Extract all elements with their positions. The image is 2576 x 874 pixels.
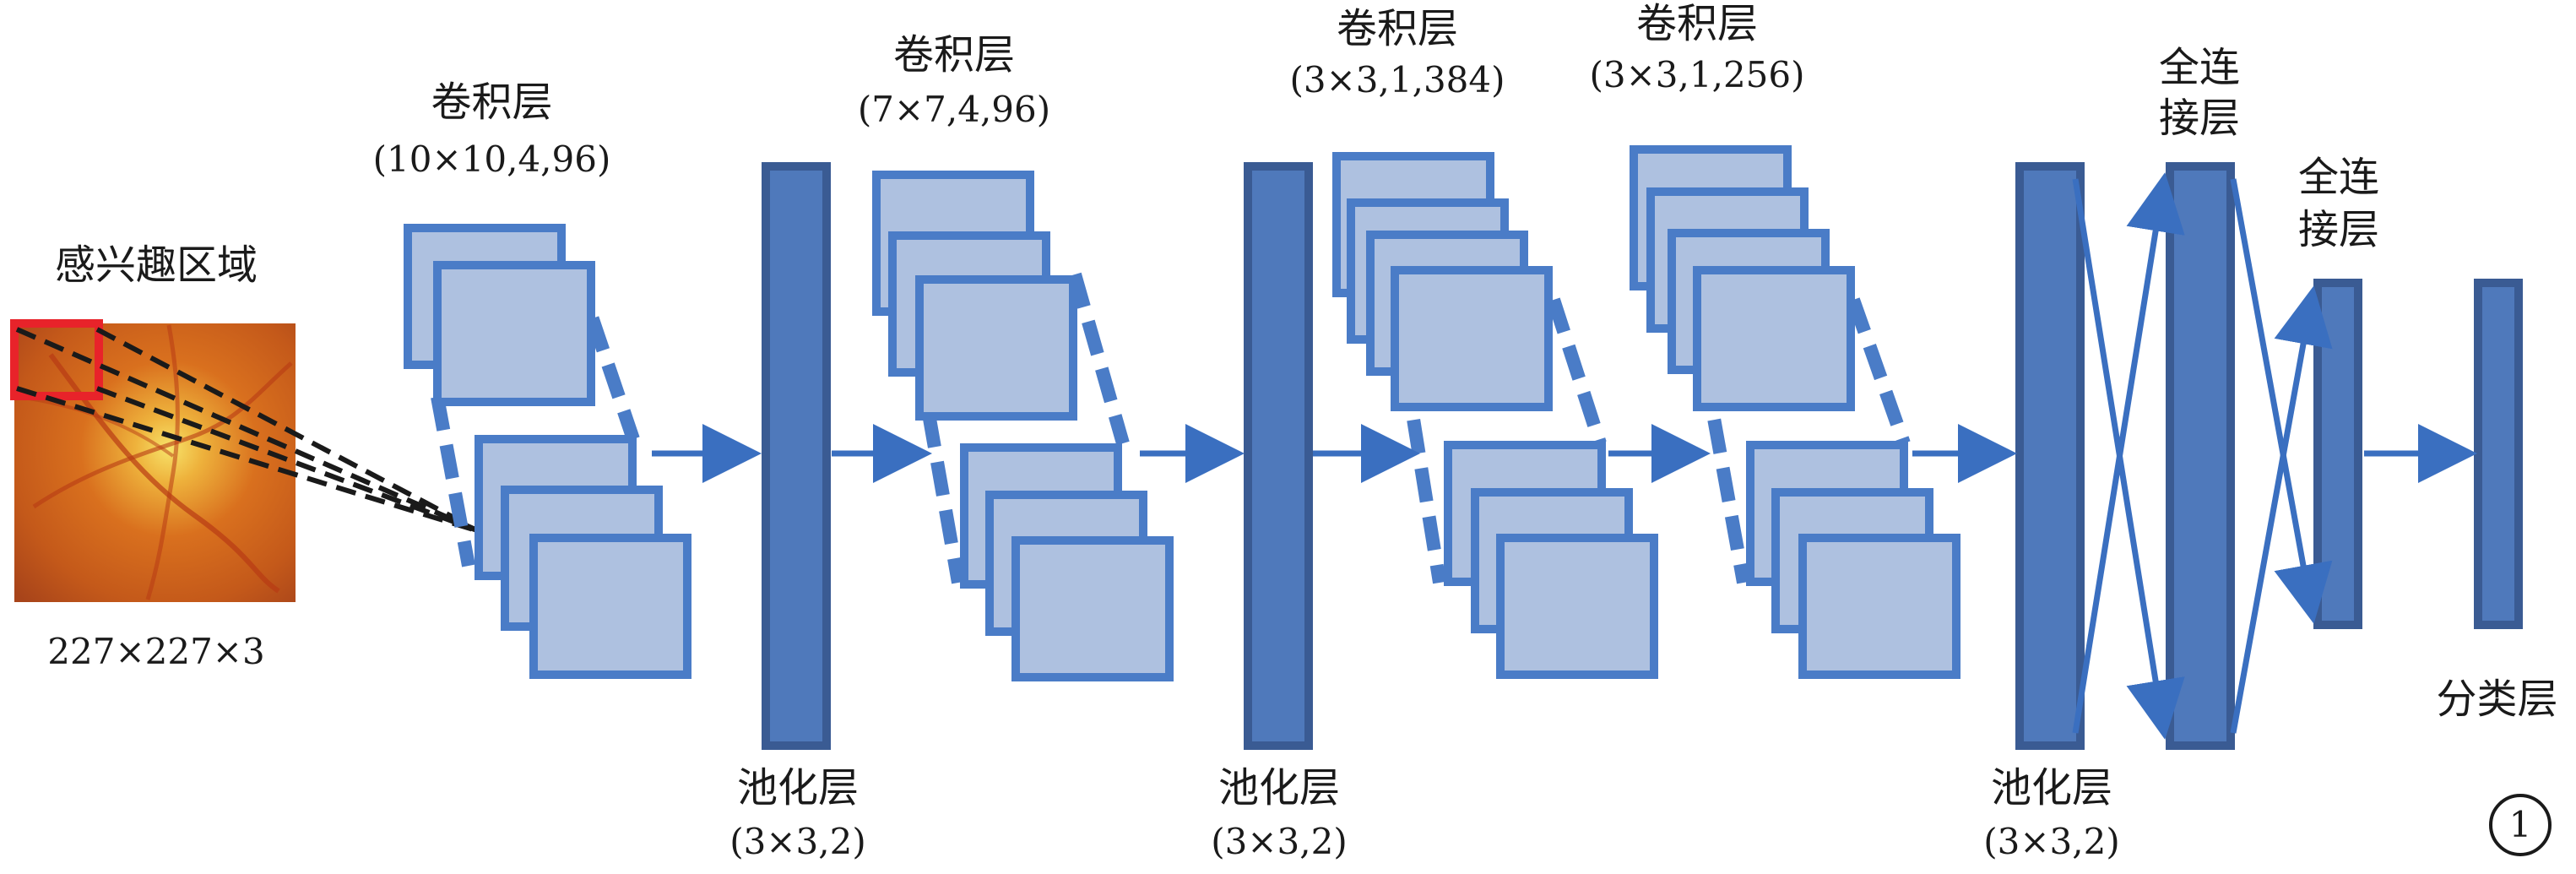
conv1-name: 卷积层 bbox=[431, 79, 553, 126]
pool2-bar bbox=[1244, 162, 1313, 750]
fc1-name-line2: 接层 bbox=[2158, 95, 2240, 142]
pool3-params: (3×3,2) bbox=[1983, 821, 2120, 862]
fc2-name-line2: 接层 bbox=[2297, 206, 2379, 253]
conv4-name: 卷积层 bbox=[1635, 0, 1758, 47]
pool2-name: 池化层 bbox=[1217, 764, 1340, 812]
pool1-params: (3×3,2) bbox=[729, 821, 866, 862]
roi-box bbox=[10, 319, 103, 400]
pool2-params: (3×3,2) bbox=[1211, 821, 1348, 862]
conv1-params: (10×10,4,96) bbox=[372, 138, 611, 180]
fundus-image bbox=[14, 323, 296, 602]
fc1-name-line1: 全连 bbox=[2158, 44, 2240, 91]
conv4-block bbox=[1630, 145, 1960, 679]
conv3-params: (3×3,1,384) bbox=[1289, 59, 1505, 100]
classifier-name: 分类层 bbox=[2436, 676, 2558, 723]
conv2-name: 卷积层 bbox=[892, 31, 1015, 79]
figure-number-circle bbox=[2489, 794, 2552, 856]
pool1-name: 池化层 bbox=[736, 764, 859, 812]
conv1-block bbox=[404, 224, 691, 679]
fully-connected-arrows bbox=[2072, 172, 2333, 740]
classifier-bar bbox=[2474, 279, 2523, 629]
input-size-label: 227×227×3 bbox=[47, 631, 265, 672]
conv3-block bbox=[1332, 152, 1658, 679]
conv1-feature-maps bbox=[404, 224, 691, 679]
conv3-name: 卷积层 bbox=[1336, 5, 1458, 52]
roi-label: 感兴趣区域 bbox=[54, 242, 258, 289]
fc1-bar bbox=[2166, 162, 2235, 750]
roi-projection-lines bbox=[15, 327, 483, 535]
conv2-block bbox=[872, 171, 1174, 681]
conv4-params: (3×3,1,256) bbox=[1589, 54, 1805, 95]
fc2-name-line1: 全连 bbox=[2297, 154, 2379, 201]
pool3-name: 池化层 bbox=[1990, 764, 2112, 812]
fc2-bar bbox=[2313, 279, 2362, 629]
pool1-bar bbox=[762, 162, 831, 750]
conv2-params: (7×7,4,96) bbox=[857, 89, 1051, 130]
conv4-feature-maps bbox=[1630, 145, 1960, 679]
figure-number: 1 bbox=[2508, 804, 2532, 845]
conv3-feature-maps bbox=[1332, 152, 1658, 679]
conv2-feature-maps bbox=[872, 171, 1174, 681]
pool3-bar bbox=[2015, 162, 2085, 750]
